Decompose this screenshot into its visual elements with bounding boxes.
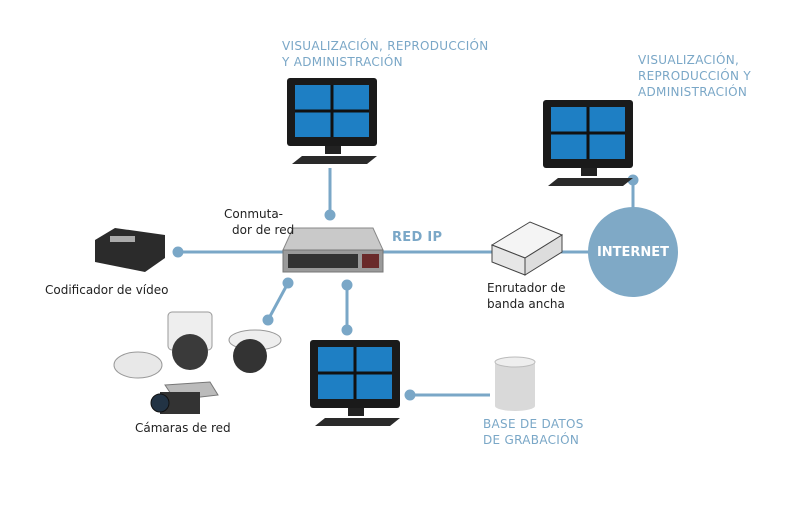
router-label: Enrutador de banda ancha bbox=[487, 280, 566, 312]
encoder-label: Codificador de vídeo bbox=[45, 283, 169, 297]
network-switch-icon bbox=[282, 227, 384, 273]
label-line: Conmuta- bbox=[224, 207, 284, 221]
database-label: BASE DE DATOS DE GRABACIÓN bbox=[483, 416, 584, 448]
link-dot bbox=[404, 389, 416, 401]
label-line: Enrutador de bbox=[487, 281, 566, 295]
label-line: Y ADMINISTRACIÓN bbox=[282, 55, 403, 69]
label-line: BASE DE DATOS bbox=[483, 417, 584, 431]
cameras-label: Cámaras de red bbox=[135, 421, 231, 435]
right-monitor-label: VISUALIZACIÓN, REPRODUCCIÓN Y ADMINISTRA… bbox=[638, 52, 751, 100]
label-line: VISUALIZACIÓN, bbox=[638, 53, 740, 67]
label-line: VISUALIZACIÓN, REPRODUCCIÓN bbox=[282, 39, 489, 53]
internet-cloud: INTERNET bbox=[588, 207, 678, 297]
link-cameras bbox=[266, 282, 290, 321]
link-dot bbox=[341, 324, 353, 336]
link-dot bbox=[262, 314, 274, 326]
right-monitor-icon bbox=[541, 98, 635, 188]
ip-network-label: RED IP bbox=[392, 230, 443, 245]
router-icon bbox=[490, 221, 564, 276]
label-line: banda ancha bbox=[487, 297, 565, 311]
link-dot bbox=[324, 209, 336, 221]
database-icon bbox=[494, 356, 536, 411]
link-dot bbox=[282, 277, 294, 289]
bottom-monitor-icon bbox=[308, 338, 402, 428]
video-encoder-icon bbox=[95, 228, 165, 272]
label-line: DE GRABACIÓN bbox=[483, 433, 580, 447]
label-line: dor de red bbox=[232, 223, 295, 237]
link-dot bbox=[341, 279, 353, 291]
top-monitor-icon bbox=[285, 76, 379, 166]
switch-label: Conmuta- dor de red bbox=[224, 206, 294, 238]
network-cameras-icon bbox=[113, 311, 282, 414]
label-line: ADMINISTRACIÓN bbox=[638, 85, 748, 99]
top-monitor-label: VISUALIZACIÓN, REPRODUCCIÓN Y ADMINISTRA… bbox=[282, 38, 489, 70]
link-dot bbox=[172, 246, 184, 258]
label-line: REPRODUCCIÓN Y bbox=[638, 69, 752, 83]
